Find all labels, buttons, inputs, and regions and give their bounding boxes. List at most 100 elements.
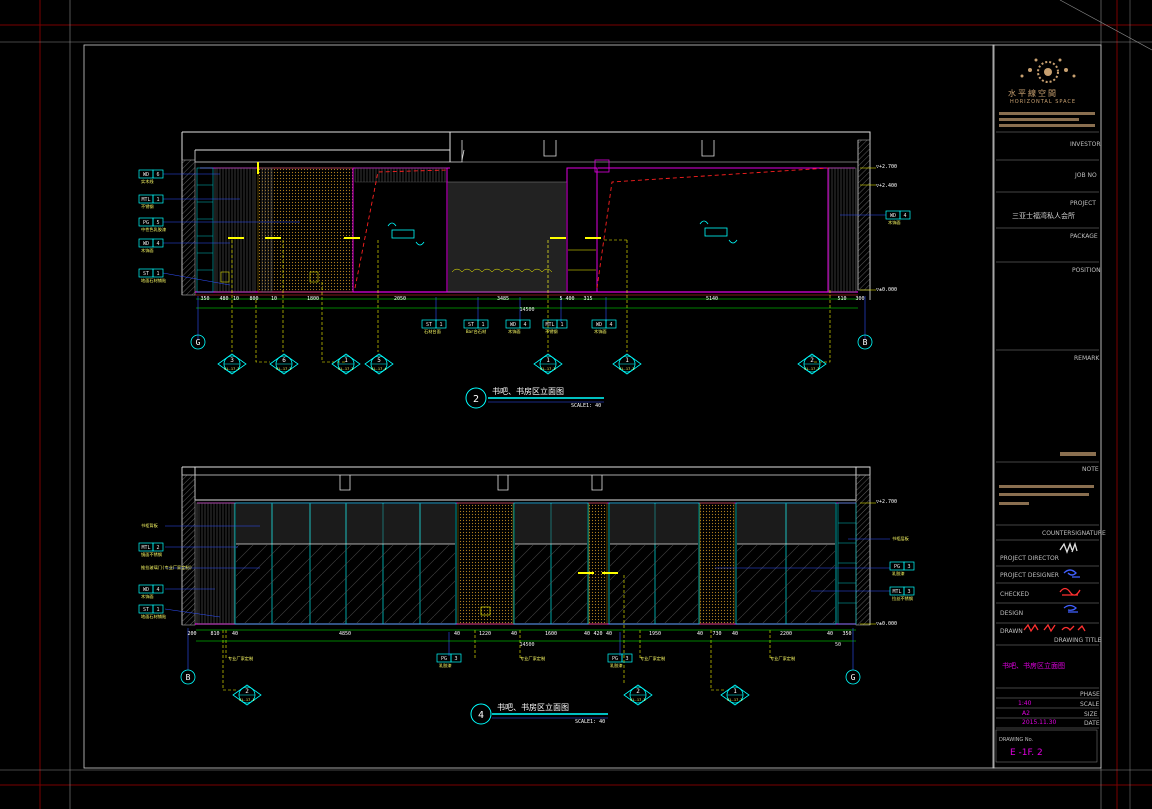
bottom-material-tag-bottom-code: PG — [612, 656, 618, 662]
top-material-tag-bottom-code: WD — [510, 322, 516, 328]
bottom-material-tag-note: 推拉玻璃门(专业厂家定制) — [141, 564, 192, 571]
top-section-marker: 1EL-17.3 — [533, 353, 563, 375]
top-dimension: 350 — [200, 296, 209, 302]
bottom-level-ceiling: ▽+2.700 — [876, 499, 897, 505]
scale-value: 1:40 — [1018, 700, 1032, 707]
top-section-marker: 3EL-17.2 — [217, 353, 247, 375]
top-material-tag-bottom-note: 不锈钢 — [545, 328, 558, 335]
bottom-section-marker: 2EL-17.3 — [623, 684, 653, 706]
job-no-label: JOB NO — [1075, 172, 1097, 179]
bottom-material-tag-right-note: 乳胶漆 — [892, 570, 905, 577]
top-section-marker: 1EL-17.2 — [331, 353, 361, 375]
logo-subtitle: HORIZONTAL SPACE — [1010, 99, 1077, 105]
bottom-material-tag-right: 书柜层板 — [892, 535, 910, 542]
bottom-section-marker: 2EL-17.1 — [232, 684, 262, 706]
bottom-note: 专业厂家定制 — [640, 655, 665, 662]
top-material-tag-note: 中性色乳胶漆 — [141, 226, 166, 233]
bottom-elevation-title: 书吧、书房区立面图 — [497, 702, 569, 712]
top-dimension: 315 — [583, 296, 592, 302]
bottom-material-tag-num: 1 — [156, 607, 159, 613]
package-label: PACKAGE — [1070, 233, 1098, 240]
top-material-tag-num: 5 — [156, 220, 159, 226]
size-label: SIZE — [1084, 711, 1098, 718]
investor-label: INVESTOR — [1070, 141, 1101, 148]
bottom-section-marker-num: 2 — [245, 688, 249, 695]
bottom-section-marker-ref: EL-17.2 — [727, 698, 742, 702]
top-dimension: 10 — [271, 296, 277, 302]
top-material-tag-bottom-code: ST — [468, 322, 474, 328]
top-section-marker-ref: EL-17.2 — [338, 367, 353, 371]
bottom-dimension: 40 — [732, 631, 738, 637]
top-dimension: 10 — [233, 296, 239, 302]
top-section-marker-ref: EL-17.2 — [224, 367, 239, 371]
top-dimension: 800 — [249, 296, 258, 302]
bottom-dimension: 1220 — [479, 631, 491, 637]
bottom-material-tag-right-code: MTL — [892, 589, 901, 595]
position-label: POSITION — [1072, 267, 1101, 274]
top-material-tag-bottom-num: 4 — [523, 322, 526, 328]
top-material-tag-num: 1 — [156, 271, 159, 277]
bottom-material-tag-right-num: 3 — [907, 564, 910, 570]
top-dimension: 2050 — [394, 296, 406, 302]
bottom-material-tag-note: 地面石材铺贴 — [141, 613, 166, 620]
bottom-dimension: 40 — [232, 631, 238, 637]
bottom-dimension: 2200 — [780, 631, 792, 637]
top-elevation-number: 2 — [473, 394, 479, 405]
top-material-tag-code: WD — [143, 172, 149, 178]
elevation-top — [162, 131, 886, 403]
logo-mark — [1020, 58, 1076, 83]
bottom-material-tag-code: WD — [143, 587, 149, 593]
top-grid-left-circle — [190, 334, 206, 350]
project-director-label: PROJECT DIRECTOR — [1000, 555, 1059, 562]
top-material-tag-note: 不锈钢 — [141, 203, 154, 210]
bottom-material-tag: 推拉玻璃门(专业厂家定制) — [141, 564, 192, 571]
bottom-material-tag-bottom-num: 3 — [625, 656, 628, 662]
bottom-grid-right: G — [851, 673, 856, 682]
bottom-material-tag-right-note: 书柜层板 — [892, 535, 910, 542]
bottom-material-tag-note: 书柜背板 — [141, 522, 159, 529]
bottom-material-tag-bottom-code: PG — [441, 656, 447, 662]
bottom-dimension: 1950 — [649, 631, 661, 637]
top-section-marker-ref: EL-17.4 — [371, 367, 386, 371]
top-dimension: 5 — [559, 296, 562, 302]
phase-label: PHASE — [1080, 691, 1100, 698]
scale-label: SCALE — [1080, 701, 1100, 708]
top-section-marker-num: 1 — [625, 357, 629, 364]
top-grid-right: B — [863, 338, 868, 347]
bottom-note: 专业厂家定制 — [770, 655, 795, 662]
top-section-marker: 2EL-17.2 — [797, 353, 827, 375]
top-material-tag-right-note: 木饰面 — [888, 219, 901, 226]
bottom-material-tag-bottom-note: 乳胶漆 — [610, 662, 623, 669]
top-section-marker-ref: EL-17.2 — [804, 367, 819, 371]
project-name: 三亚士福湾私人会所 — [1012, 212, 1075, 220]
top-material-tag-right-code: WD — [890, 213, 896, 219]
note-label: NOTE — [1082, 466, 1099, 473]
top-section-marker-ref: EL-17.2 — [619, 367, 634, 371]
bottom-dimension: 40 — [606, 631, 612, 637]
top-section-marker-num: 6 — [282, 357, 286, 364]
size-value: A2 — [1022, 710, 1030, 717]
bottom-title-bubble — [470, 703, 492, 725]
top-material-tag-bottom-note: 石材台面 — [424, 328, 441, 335]
top-material-tag-note: 地面石材铺贴 — [141, 277, 166, 284]
bottom-level-floor: ▽±0.000 — [876, 621, 897, 627]
top-material-tag-num: 6 — [156, 172, 159, 178]
top-material-tag-bottom-note: Bar台石材 — [466, 328, 486, 335]
bottom-dimension: 730 — [712, 631, 721, 637]
bottom-grid-right-circle — [845, 669, 861, 685]
top-material-tag-code: ST — [143, 271, 149, 277]
top-dimension: 400 — [565, 296, 574, 302]
elevation-bottom — [164, 466, 890, 719]
drawing-no-label: DRAWING No. — [999, 737, 1034, 743]
